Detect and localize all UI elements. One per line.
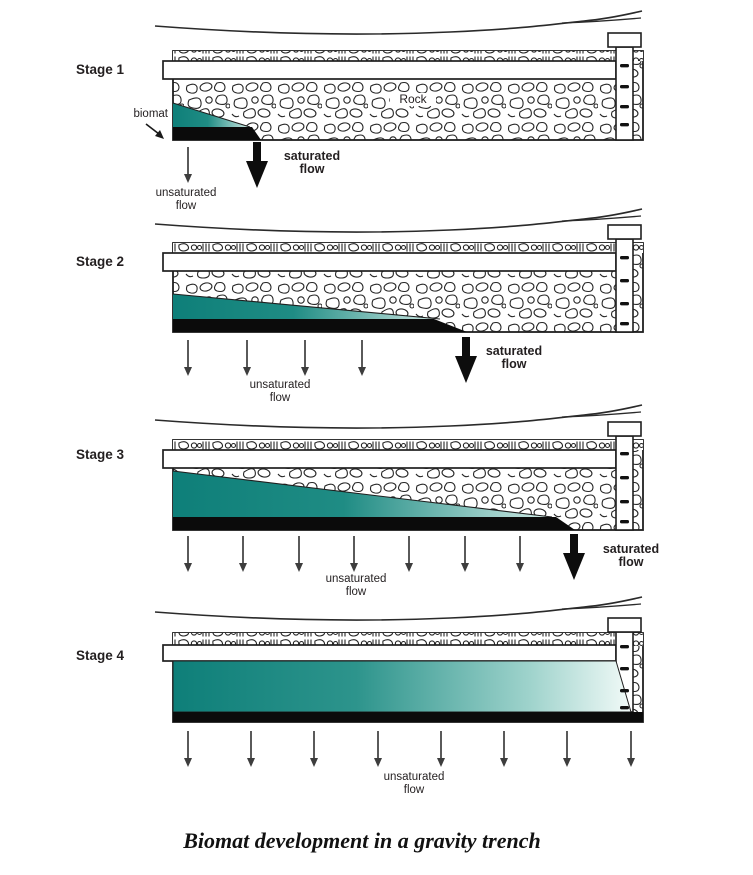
trench-top-rock-band: [173, 633, 643, 646]
unsaturated-flow-arrow: [357, 339, 367, 377]
biomat-wedge-edge: [172, 470, 553, 518]
distribution-pipe: [162, 449, 617, 469]
stage-1-saturated-flow-label: saturated flow: [283, 149, 341, 177]
port-slots: [620, 645, 629, 710]
biomat-black-bar: [173, 712, 643, 722]
biomat-teal-body: [172, 660, 632, 713]
port-slots: [620, 256, 629, 326]
unsaturated-flow-arrow: [309, 730, 319, 768]
trench-top-rock-band: [173, 440, 643, 450]
unsaturated-flow-arrow: [460, 535, 470, 573]
observation-port-cap: [607, 224, 642, 240]
biomat-black-bar: [173, 517, 575, 530]
stage-4-unsaturated-flow-label: unsaturated flow: [383, 771, 445, 796]
unsaturated-flow-arrow: [562, 730, 572, 768]
unsaturated-flow-arrow: [183, 535, 193, 573]
saturated-flow-arrow: [455, 337, 477, 383]
stage-3-label: Stage 3: [76, 447, 125, 462]
unsaturated-flow-arrow: [349, 535, 359, 573]
biomat-black-bar: [173, 127, 261, 140]
distribution-pipe: [162, 644, 617, 662]
unsaturated-flow-arrow: [436, 730, 446, 768]
saturated-flow-arrow: [246, 142, 268, 188]
unsaturated-flow-arrow: [515, 535, 525, 573]
observation-port: [615, 238, 634, 333]
port-slots: [620, 452, 629, 524]
unsaturated-flow-arrow: [300, 339, 310, 377]
stage-4-diagram: [154, 596, 644, 768]
unsaturated-flow-arrow: [626, 730, 636, 768]
stage-1-label: Stage 1: [76, 62, 125, 77]
stage-3-saturated-flow-label: saturated flow: [602, 542, 660, 570]
unsaturated-flow-arrow: [183, 146, 193, 184]
biomat-wedge-edge: [172, 293, 441, 320]
stage-3-diagram: [154, 404, 644, 580]
ground-surface-line: [154, 596, 643, 621]
unsaturated-flow-arrow: [404, 535, 414, 573]
stage-2-diagram: [154, 208, 644, 383]
biomat-pointer-arrow: [145, 123, 164, 139]
unsaturated-flow-arrow: [183, 730, 193, 768]
biomat-wedge-edge: [172, 102, 251, 128]
observation-port-cap: [607, 32, 642, 48]
rock-label: Rock: [390, 92, 436, 107]
unsaturated-flow-arrow: [246, 730, 256, 768]
biomat-black-bar: [173, 319, 467, 332]
figure-caption: Biomat development in a gravity trench: [183, 828, 541, 853]
stage-2-label: Stage 2: [76, 254, 125, 269]
biomat-label: biomat: [133, 108, 168, 120]
trench-top-rock-band: [173, 51, 643, 61]
stage-2-saturated-flow-label: saturated flow: [485, 344, 543, 372]
stage-3-unsaturated-flow-label: unsaturated flow: [325, 573, 387, 598]
stage-1-diagram: [145, 10, 644, 188]
stage-1-unsaturated-flow-label: unsaturated flow: [155, 187, 217, 212]
unsaturated-flow-arrow: [373, 730, 383, 768]
ground-surface-line-2: [561, 411, 642, 418]
unsaturated-flow-arrow: [238, 535, 248, 573]
trench-top-rock-band: [173, 243, 643, 253]
saturated-flow-arrow: [563, 534, 585, 580]
ground-surface-line-2: [561, 215, 642, 222]
observation-port-cap: [607, 421, 642, 437]
unsaturated-flow-arrow: [183, 339, 193, 377]
port-slots: [620, 64, 629, 127]
distribution-pipe: [162, 252, 617, 272]
observation-port: [615, 435, 634, 531]
ground-surface-line-2: [561, 17, 642, 24]
unsaturated-flow-arrow: [499, 730, 509, 768]
observation-port-cap: [607, 617, 642, 633]
ground-surface-line: [154, 10, 643, 35]
ground-surface-line: [154, 404, 643, 429]
unsaturated-flow-arrow: [242, 339, 252, 377]
distribution-pipe: [162, 60, 617, 80]
ground-surface-line-2: [561, 603, 642, 610]
stage-2-unsaturated-flow-label: unsaturated flow: [249, 379, 311, 404]
unsaturated-flow-arrow: [294, 535, 304, 573]
stage-4-label: Stage 4: [76, 648, 125, 663]
ground-surface-line: [154, 208, 643, 233]
